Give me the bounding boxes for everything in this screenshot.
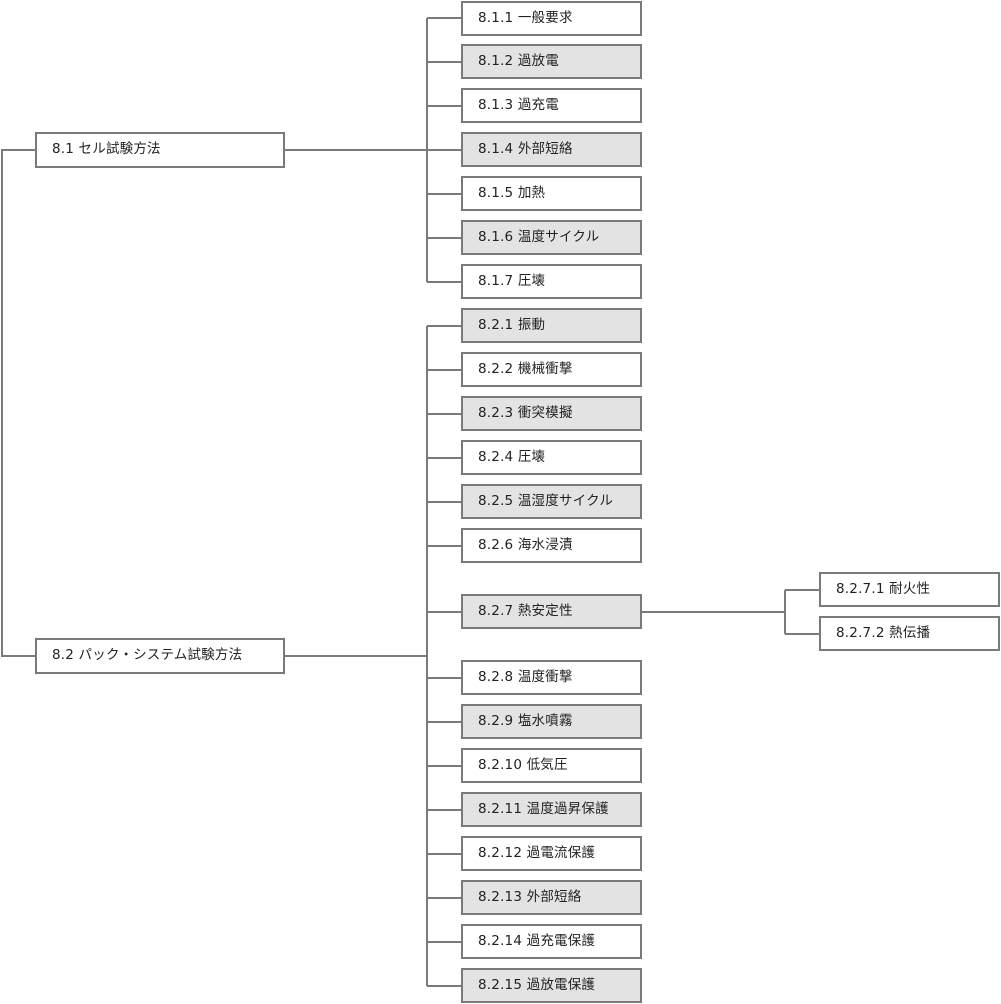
item-label: 8.2.7.1 耐火性 (836, 580, 931, 597)
item-label: 8.2.7 熱安定性 (478, 602, 573, 619)
section-8-2-pack-system-test-methods: 8.2 パック・システム試験方法 (35, 638, 285, 674)
item-8-2-7-1: 8.2.7.1 耐火性 (819, 572, 1000, 607)
item-8-2-7-2: 8.2.7.2 熱伝播 (819, 616, 1000, 651)
section-label: 8.1 セル試験方法 (52, 141, 161, 158)
item-8-1-7: 8.1.7 圧壊 (461, 264, 642, 299)
item-label: 8.2.3 衝突模擬 (478, 404, 573, 421)
item-8-1-5: 8.1.5 加熱 (461, 176, 642, 211)
item-8-2-3: 8.2.3 衝突模擬 (461, 396, 642, 431)
item-8-2-7: 8.2.7 熱安定性 (461, 594, 642, 629)
section-8-1-cell-test-methods: 8.1 セル試験方法 (35, 132, 285, 168)
item-8-2-10: 8.2.10 低気圧 (461, 748, 642, 783)
item-label: 8.2.15 過放電保護 (478, 976, 596, 993)
item-8-2-8: 8.2.8 温度衝撃 (461, 660, 642, 695)
item-label: 8.1.7 圧壊 (478, 272, 546, 289)
item-8-1-6: 8.1.6 温度サイクル (461, 220, 642, 255)
item-label: 8.2.1 振動 (478, 316, 546, 333)
section-label: 8.2 パック・システム試験方法 (52, 647, 243, 664)
item-8-2-12: 8.2.12 過電流保護 (461, 836, 642, 871)
item-8-2-11: 8.2.11 温度過昇保護 (461, 792, 642, 827)
item-label: 8.2.5 温湿度サイクル (478, 492, 614, 509)
item-label: 8.2.4 圧壊 (478, 448, 546, 465)
item-label: 8.2.9 塩水噴霧 (478, 712, 573, 729)
item-label: 8.2.7.2 熱伝播 (836, 624, 931, 641)
item-8-2-15: 8.2.15 過放電保護 (461, 968, 642, 1003)
item-8-2-1: 8.2.1 振動 (461, 308, 642, 343)
item-label: 8.1.2 過放電 (478, 52, 559, 69)
item-8-2-5: 8.2.5 温湿度サイクル (461, 484, 642, 519)
item-label: 8.1.6 温度サイクル (478, 228, 600, 245)
item-label: 8.1.5 加熱 (478, 184, 546, 201)
item-label: 8.1.1 一般要求 (478, 9, 573, 26)
item-8-1-3: 8.1.3 過充電 (461, 88, 642, 123)
item-label: 8.1.3 過充電 (478, 96, 559, 113)
item-8-1-2: 8.1.2 過放電 (461, 44, 642, 79)
item-label: 8.2.10 低気圧 (478, 756, 568, 773)
item-label: 8.2.12 過電流保護 (478, 844, 596, 861)
item-8-2-14: 8.2.14 過充電保護 (461, 924, 642, 959)
item-label: 8.2.11 温度過昇保護 (478, 800, 609, 817)
item-label: 8.2.8 温度衝撃 (478, 668, 573, 685)
item-8-2-6: 8.2.6 海水浸漬 (461, 528, 642, 563)
item-label: 8.2.2 機械衝撃 (478, 360, 573, 377)
item-8-2-9: 8.2.9 塩水噴霧 (461, 704, 642, 739)
item-label: 8.2.13 外部短絡 (478, 888, 582, 905)
item-label: 8.2.14 過充電保護 (478, 932, 596, 949)
item-label: 8.1.4 外部短絡 (478, 140, 573, 157)
item-8-1-1: 8.1.1 一般要求 (461, 1, 642, 36)
item-8-2-13: 8.2.13 外部短絡 (461, 880, 642, 915)
item-8-2-4: 8.2.4 圧壊 (461, 440, 642, 475)
item-8-1-4: 8.1.4 外部短絡 (461, 132, 642, 167)
item-label: 8.2.6 海水浸漬 (478, 536, 573, 553)
item-8-2-2: 8.2.2 機械衝撃 (461, 352, 642, 387)
